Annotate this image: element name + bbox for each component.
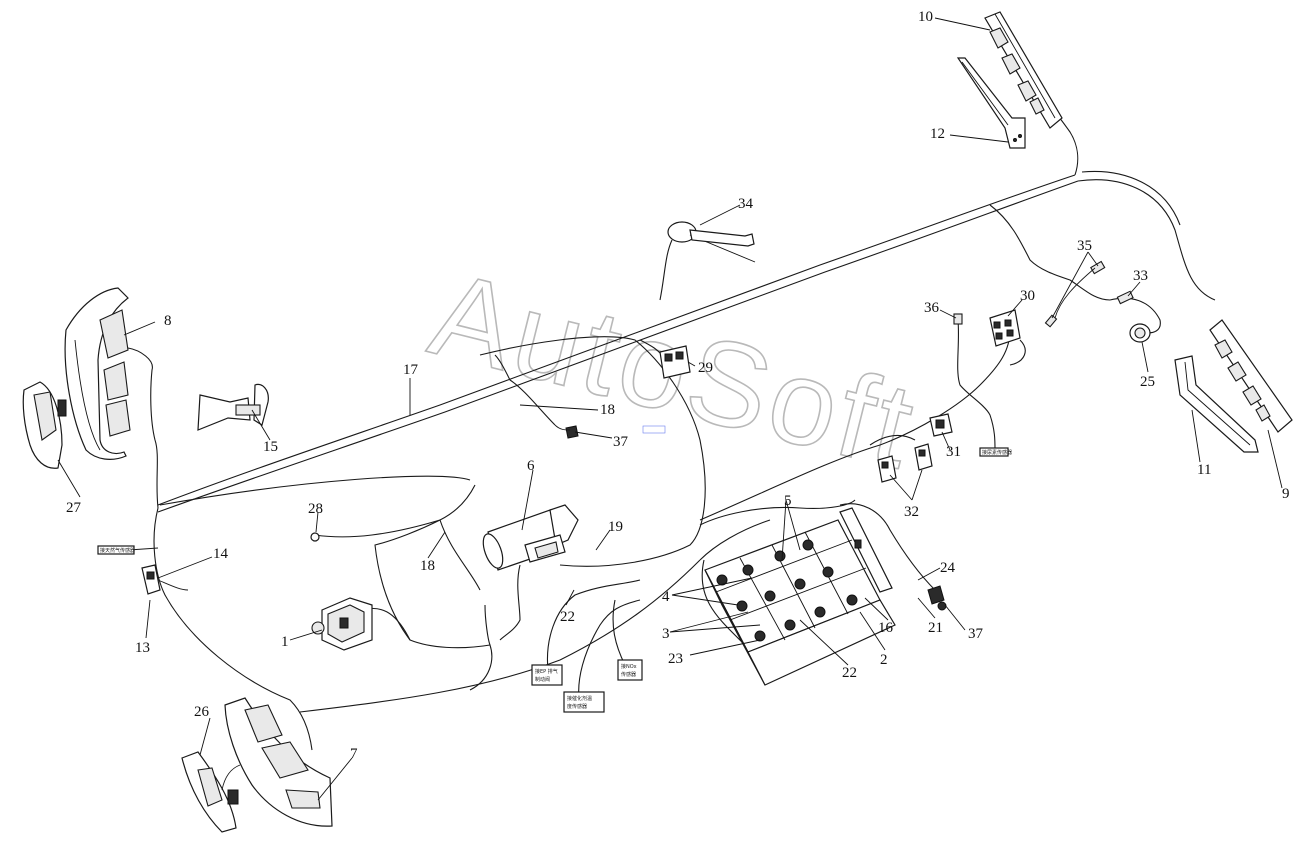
part-16-tray [839, 507, 893, 593]
tag-nox-line1: 接NOx [621, 663, 637, 670]
callout-23: 23 [668, 651, 683, 667]
part-37-connector-upper [554, 424, 579, 439]
part-7-rear-lamp [224, 697, 333, 827]
part-1-module [311, 597, 373, 651]
leader-lines [57, 17, 1283, 801]
callout-2: 2 [880, 652, 888, 668]
callout-33: 33 [1133, 268, 1148, 284]
callout-6: 6 [527, 458, 535, 474]
part-28-plug [310, 532, 320, 542]
part-26-lamp-housing [181, 751, 241, 833]
harness-branch-18 [314, 484, 493, 691]
callout-numbers: 10 12 9 11 25 33 35 30 36 31 32 34 29 8 … [66, 9, 1290, 762]
tag-valve: 接EP 排气 制动阀 [531, 664, 563, 686]
callout-27: 27 [66, 500, 82, 516]
callout-21: 21 [928, 620, 943, 636]
callout-30: 30 [1020, 288, 1035, 304]
part-11-bracket [1174, 355, 1259, 453]
part-25-sensor [1129, 323, 1151, 343]
tag-temp-line1: 接催化剂温 [567, 695, 592, 702]
part-2-battery-assembly [704, 519, 896, 686]
part-9-rear-lamp [1209, 319, 1293, 433]
callout-3: 3 [662, 626, 670, 642]
part-14-sensor [141, 564, 189, 595]
callout-32: 32 [904, 504, 919, 520]
callout-7: 7 [350, 746, 358, 762]
part-31-switch [929, 413, 953, 437]
tag-temp-line2: 度传感器 [567, 703, 587, 710]
part-35-connector [1044, 260, 1106, 328]
callout-31: 31 [946, 444, 961, 460]
callout-4: 4 [662, 589, 670, 605]
callout-37-upper: 37 [613, 434, 629, 450]
callout-18-lower: 18 [420, 558, 435, 574]
callout-8: 8 [164, 313, 172, 329]
callout-16: 16 [878, 620, 894, 636]
callout-11: 11 [1197, 462, 1211, 478]
part-10-rear-lamp [984, 11, 1063, 129]
callout-26: 26 [194, 704, 210, 720]
blue-mark [642, 425, 666, 434]
part-30-relay-block [989, 309, 1021, 347]
callout-25: 25 [1140, 374, 1155, 390]
callout-5: 5 [784, 493, 792, 509]
part-8-rear-lamp [64, 287, 131, 460]
callout-1: 1 [281, 634, 289, 650]
callout-24: 24 [940, 560, 956, 576]
callout-17: 17 [403, 362, 419, 378]
callout-36: 36 [924, 300, 940, 316]
callout-35: 35 [1077, 238, 1092, 254]
part-32-connectors [877, 443, 933, 483]
tag-valve-line1: 接EP 排气 [535, 668, 558, 675]
callout-22-left: 22 [560, 609, 575, 625]
tag-left-harness-text: 接天然气传感器 [100, 547, 135, 554]
callout-19: 19 [608, 519, 623, 535]
callout-34: 34 [738, 196, 754, 212]
tag-right-connector: 接尿素传感器 [979, 447, 1012, 457]
part-12-bracket [956, 57, 1026, 149]
callout-29: 29 [698, 360, 713, 376]
harness-right-branch [699, 204, 1161, 521]
harness-branch-19 [479, 336, 856, 641]
callout-9: 9 [1282, 486, 1290, 502]
part-34-sensor [659, 221, 756, 301]
callout-13: 13 [135, 640, 150, 656]
tag-nox-line2: 传感器 [621, 671, 636, 678]
part-37-connector-lower [927, 585, 947, 611]
callout-15: 15 [263, 439, 278, 455]
blue-mark-text [645, 427, 647, 433]
callout-28: 28 [308, 501, 323, 517]
part-29-relay [659, 345, 691, 379]
part-36-connector [953, 313, 963, 325]
callout-37-lower: 37 [968, 626, 984, 642]
callout-18-upper: 18 [600, 402, 615, 418]
tag-left-harness: 接天然气传感器 [97, 545, 135, 555]
part-27-lamp-housing [22, 381, 67, 469]
tag-temperature: 接催化剂温 度传感器 [563, 691, 605, 713]
tag-nox: 接NOx 传感器 [617, 659, 643, 681]
callout-12: 12 [930, 126, 945, 142]
callout-22-right: 22 [842, 665, 857, 681]
tag-right-connector-text: 接尿素传感器 [982, 449, 1012, 456]
callout-10: 10 [918, 9, 933, 25]
callout-14: 14 [213, 546, 229, 562]
main-harness-17 [157, 111, 1216, 513]
part-15-air-horn [197, 383, 269, 431]
tag-valve-line2: 制动阀 [535, 676, 550, 683]
part-6-starter [482, 504, 579, 571]
battery-cable-24 [546, 503, 936, 706]
